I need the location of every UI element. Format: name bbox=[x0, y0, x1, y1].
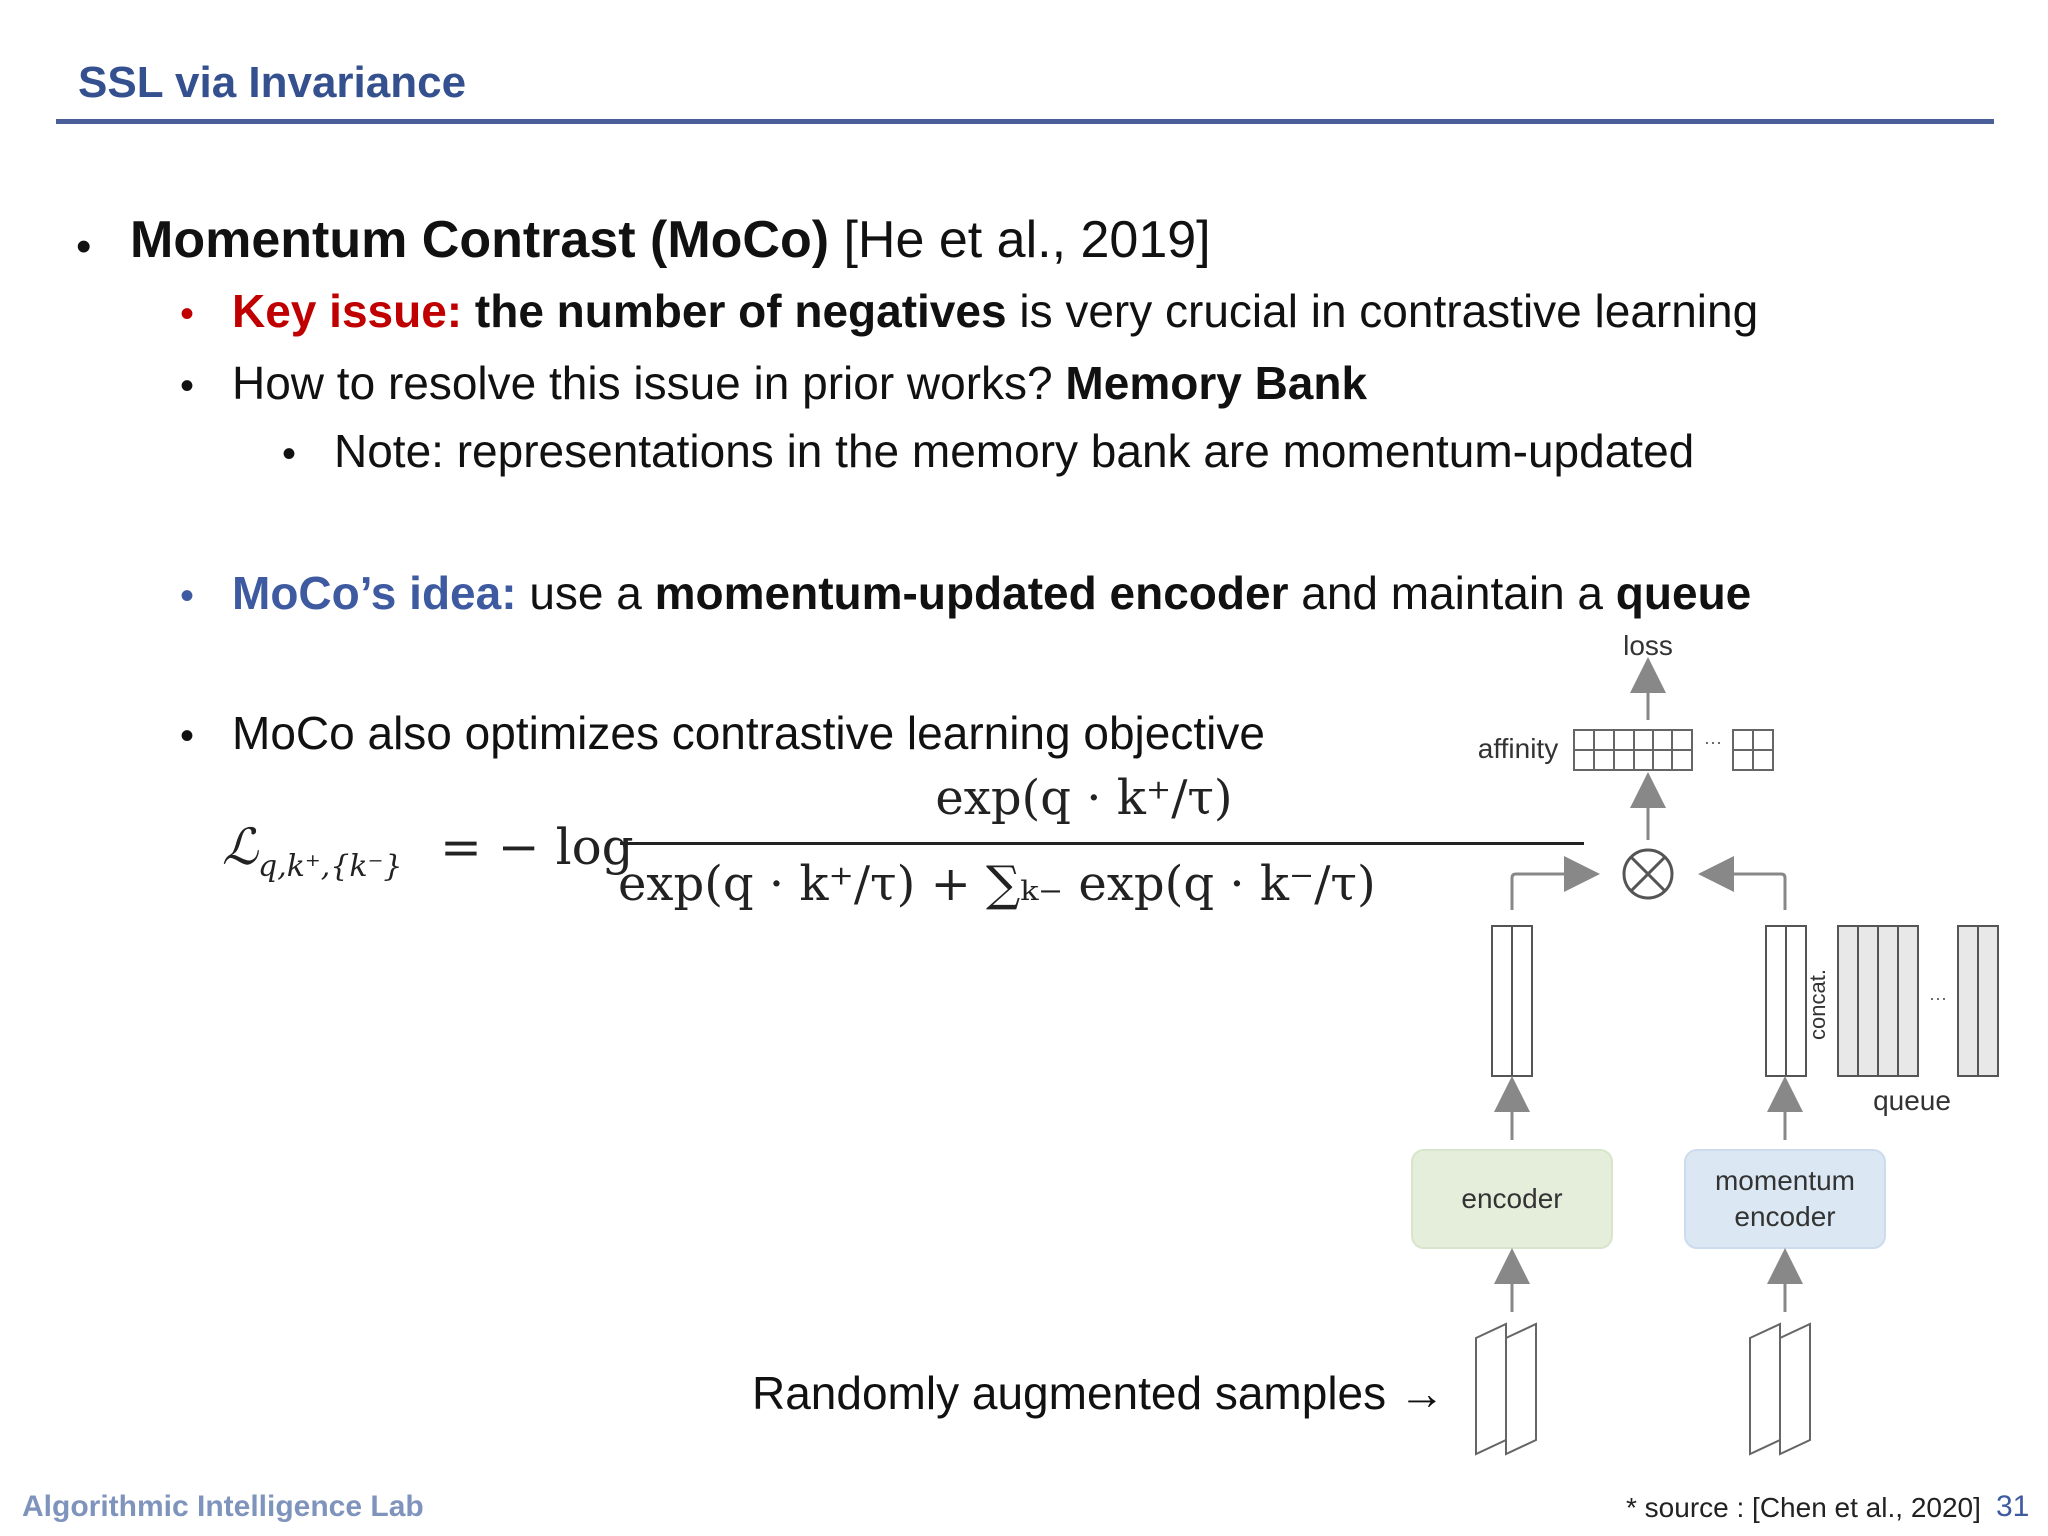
momentum-encoder-label-1: momentum bbox=[1715, 1165, 1855, 1196]
formula-denominator: exp(q · k⁺/τ) + ∑ₖ₋ exp(q · k⁻/τ) bbox=[618, 856, 1376, 912]
bullet-dot: • bbox=[180, 574, 195, 618]
footer-lab-name: Algorithmic Intelligence Lab bbox=[22, 1490, 424, 1523]
bullet-dot: • bbox=[76, 222, 92, 271]
key-issue-label: Key issue: bbox=[232, 285, 463, 337]
bullet-optimizes: MoCo also optimizes contrastive learning… bbox=[232, 707, 1265, 759]
idea-label: MoCo’s idea: bbox=[232, 567, 517, 619]
bullet-moco: Momentum Contrast (MoCo) [He et al., 201… bbox=[130, 214, 1211, 266]
bullet-dot: • bbox=[180, 364, 195, 408]
formula-fraction-bar bbox=[620, 842, 1584, 845]
arrow-query-to-product bbox=[1510, 856, 1600, 910]
bullet-dot: • bbox=[180, 292, 195, 336]
affinity-ellipsis: ··· bbox=[1704, 732, 1722, 752]
moco-diagram: loss affinity ··· concat. bbox=[1411, 630, 1999, 1456]
formula-equals-log: = − log bbox=[440, 818, 634, 876]
moco-citation: [He et al., 2019] bbox=[829, 211, 1211, 269]
key-issue-bold: the number of negatives bbox=[462, 285, 1007, 337]
affinity-grid bbox=[1573, 729, 1774, 771]
loss-label: loss bbox=[1623, 630, 1673, 661]
product-operator-icon bbox=[1622, 848, 1674, 900]
concat-label: concat. bbox=[1805, 969, 1830, 1040]
sample-sheets-query bbox=[1475, 1322, 1537, 1456]
formula-lhs: ℒq,k⁺,{k⁻} bbox=[222, 818, 403, 884]
bullet-note: Note: representations in the memory bank… bbox=[334, 425, 1695, 477]
bullet-resolve: How to resolve this issue in prior works… bbox=[232, 360, 1367, 406]
formula-numerator: exp(q · k⁺/τ) bbox=[935, 770, 1233, 826]
idea-bold-1: momentum-updated encoder bbox=[654, 567, 1289, 619]
bullet-idea: MoCo’s idea: use a momentum-updated enco… bbox=[232, 570, 1751, 616]
page-number: 31 bbox=[1996, 1490, 2030, 1523]
idea-text-1: use a bbox=[516, 567, 655, 619]
arrow-key-to-product bbox=[1698, 856, 1787, 910]
moco-title: Momentum Contrast (MoCo) bbox=[130, 211, 830, 269]
footer-source: * source : [Chen et al., 2020] bbox=[1626, 1492, 1981, 1523]
loss-formula: ℒq,k⁺,{k⁻} = − log exp(q · k⁺/τ) exp(q ·… bbox=[222, 770, 1584, 920]
resolve-text: How to resolve this issue in prior works… bbox=[232, 357, 1066, 409]
sample-sheets-key bbox=[1749, 1322, 1811, 1456]
encoder-label: encoder bbox=[1461, 1183, 1562, 1214]
header-divider bbox=[56, 119, 1994, 124]
bullet-key-issue: Key issue: the number of negatives is ve… bbox=[232, 288, 1758, 334]
query-vector bbox=[1491, 925, 1533, 1077]
memory-bank-label: Memory Bank bbox=[1065, 357, 1368, 409]
idea-text-2: and maintain a bbox=[1288, 567, 1616, 619]
queue-label: queue bbox=[1873, 1085, 1951, 1116]
key-issue-rest: is very crucial in contrastive learning bbox=[1006, 285, 1759, 337]
bullet-dot: • bbox=[180, 714, 195, 758]
idea-bold-2: queue bbox=[1615, 567, 1752, 619]
affinity-label: affinity bbox=[1478, 733, 1558, 764]
key-vector bbox=[1765, 925, 1807, 1077]
bullet-dot: • bbox=[282, 432, 297, 476]
queue-ellipsis: ··· bbox=[1929, 988, 1947, 1008]
samples-label: Randomly augmented samples → bbox=[752, 1367, 1445, 1419]
momentum-encoder-label-2: encoder bbox=[1734, 1201, 1835, 1232]
queue-block bbox=[1837, 925, 1999, 1077]
page-title: SSL via Invariance bbox=[78, 58, 467, 107]
